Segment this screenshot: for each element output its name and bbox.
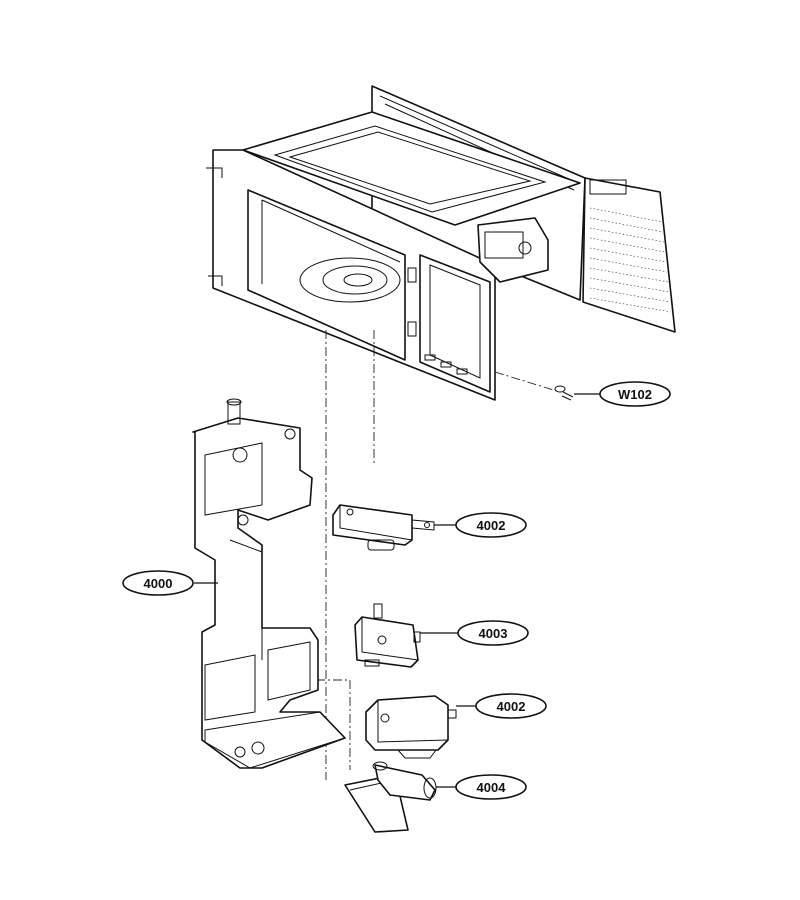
callout-4002-lower: 4002 (456, 693, 547, 719)
microwave-cavity-assembly (206, 85, 676, 401)
callout-4003: 4003 (420, 620, 529, 646)
turntable (299, 257, 401, 303)
magnetron-unit (477, 217, 549, 283)
callout-4000: 4000 (122, 570, 218, 596)
micro-switch-middle (354, 603, 421, 668)
callout-4000-label: 4000 (144, 576, 173, 591)
screw-w102 (554, 385, 574, 401)
callout-4002-upper-label: 4002 (477, 518, 506, 533)
callout-4003-label: 4003 (479, 626, 508, 641)
callout-4004-label: 4004 (477, 780, 507, 795)
callout-w102-label: W102 (618, 387, 652, 402)
micro-switch-upper (332, 504, 435, 551)
door-lever (344, 761, 437, 833)
vent-grille (589, 207, 672, 313)
callout-4002-upper: 4002 (434, 512, 527, 538)
micro-switch-lower (365, 695, 457, 759)
callout-4004: 4004 (436, 774, 527, 800)
callout-4002-lower-label: 4002 (497, 699, 526, 714)
callout-w102: W102 (574, 381, 671, 407)
door-interlock-bracket (192, 398, 346, 769)
